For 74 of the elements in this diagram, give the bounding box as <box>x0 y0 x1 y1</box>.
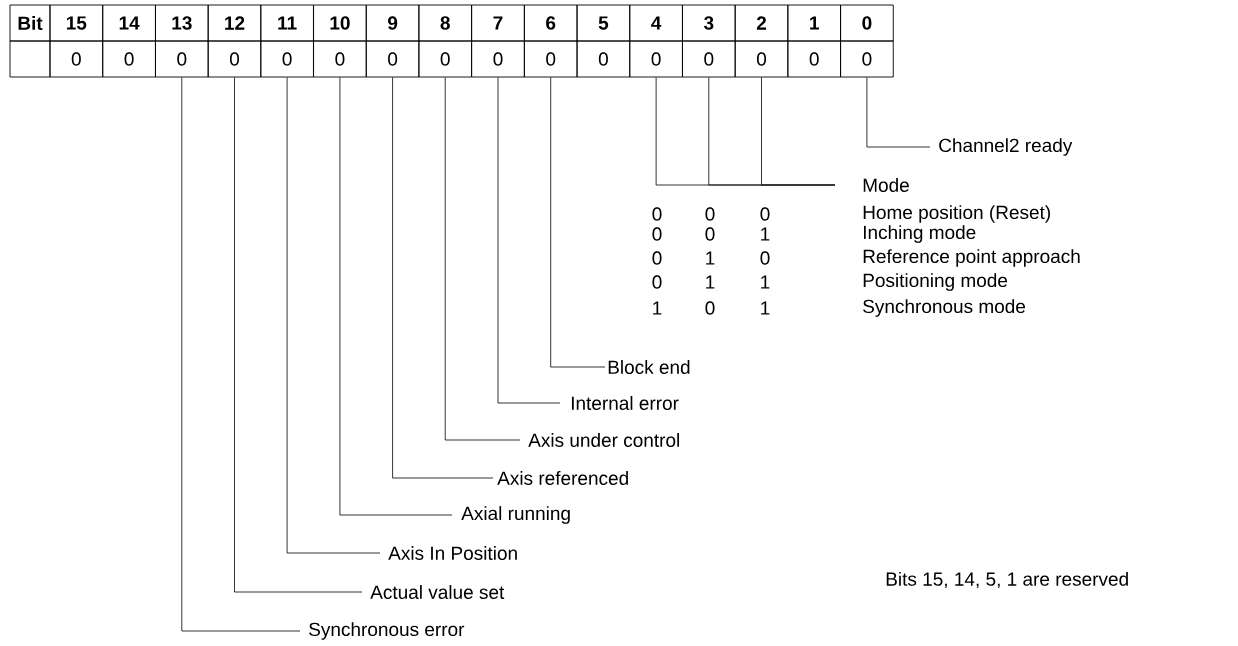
bit-description: Channel2 ready <box>939 138 1073 156</box>
table-cell: 0 <box>523 40 578 78</box>
header-cell: 12 <box>207 4 262 42</box>
mode-bit-value: 0 <box>652 275 662 289</box>
header-cell: 3 <box>682 4 736 42</box>
bit-description: Actual value set <box>370 585 505 599</box>
mode-bit-value: 0 <box>652 251 662 265</box>
bit-description: Mode <box>863 178 909 192</box>
mode-bit-value: 1 <box>761 227 770 241</box>
leader-line <box>339 77 453 516</box>
mode-bit-value: 0 <box>652 227 662 241</box>
table-cell: 0 <box>629 40 683 78</box>
leader-line <box>392 77 494 479</box>
header-cell: 8 <box>418 4 472 42</box>
leader-line <box>761 77 836 186</box>
bit-description: Axis under control <box>528 433 679 447</box>
bit-description: Axis In Position <box>388 546 517 560</box>
table-cell: 0 <box>418 40 472 78</box>
mode-bit-value: 0 <box>705 301 715 315</box>
mode-bit-value: 0 <box>705 227 715 241</box>
header-cell: 0 <box>840 4 894 42</box>
table-cell: 0 <box>682 40 736 78</box>
header-cell: 6 <box>523 4 578 42</box>
leader-line <box>444 77 521 441</box>
bit-description: Internal error <box>571 396 679 410</box>
leader-line <box>234 77 363 593</box>
header-cell: 15 <box>49 4 104 42</box>
header-cell: Bit <box>9 4 51 42</box>
table-cell: 0 <box>155 40 209 78</box>
leader-line <box>286 77 381 554</box>
table-cell: 0 <box>102 40 156 78</box>
header-cell: 9 <box>365 4 420 42</box>
bit-description: Axial running <box>461 506 570 524</box>
table-cell: 0 <box>840 40 894 78</box>
table-cell: 0 <box>734 40 789 78</box>
header-cell: 1 <box>787 4 841 42</box>
header-cell: 7 <box>471 4 525 42</box>
table-cell: 0 <box>49 40 104 78</box>
table-cell: 0 <box>471 40 525 78</box>
header-cell: 13 <box>155 4 209 42</box>
leader-line <box>181 77 301 632</box>
mode-bit-value: 1 <box>706 275 715 289</box>
mode-bit-value: 1 <box>761 301 770 315</box>
mode-name: Home position (Reset) <box>863 205 1050 223</box>
table-cell: 0 <box>207 40 262 78</box>
mode-name: Positioning mode <box>863 273 1008 291</box>
leader-line <box>550 77 606 368</box>
header-cell: 2 <box>734 4 789 42</box>
leader-line <box>497 77 561 404</box>
bit-description: Block end <box>608 360 690 374</box>
header-cell: 11 <box>260 4 314 42</box>
leader-line <box>866 77 931 148</box>
table-cell: 0 <box>576 40 631 78</box>
mode-bit-value: 1 <box>706 251 715 265</box>
table-cell: 0 <box>787 40 841 78</box>
mode-bit-value: 0 <box>652 207 662 221</box>
mode-name: Synchronous mode <box>863 299 1026 317</box>
mode-name: Inching mode <box>863 225 976 243</box>
mode-bit-value: 0 <box>760 207 770 221</box>
mode-bit-value: 1 <box>761 275 770 289</box>
mode-bit-value: 0 <box>760 251 770 265</box>
bit-description: Synchronous error <box>309 622 465 640</box>
mode-name: Reference point approach <box>863 249 1080 267</box>
bit-description: Axis referenced <box>497 471 628 485</box>
table-cell: 0 <box>365 40 420 78</box>
header-cell: 14 <box>102 4 156 42</box>
header-cell: 5 <box>576 4 631 42</box>
header-cell: 4 <box>629 4 683 42</box>
header-cell: 10 <box>313 4 367 42</box>
mode-bit-value: 1 <box>653 301 662 315</box>
table-cell: 0 <box>313 40 367 78</box>
table-cell: 0 <box>260 40 314 78</box>
note-text: Bits 15, 14, 5, 1 are reserved <box>886 571 1128 589</box>
mode-bit-value: 0 <box>705 207 715 221</box>
